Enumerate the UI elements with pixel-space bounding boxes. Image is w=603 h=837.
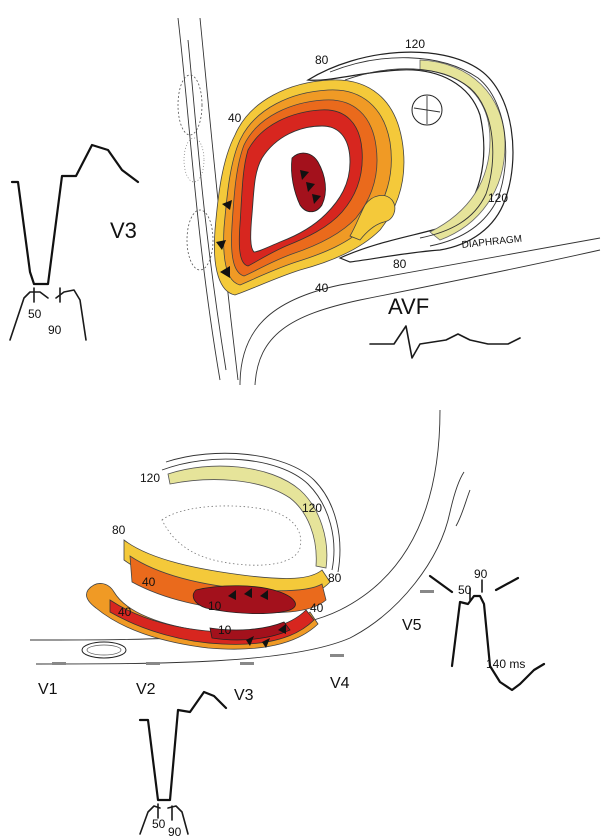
iso-label-80-top: 80 [315, 53, 329, 67]
lead-label-v3-bottom: V3 [234, 687, 254, 704]
lead-v5-trace: 50 90 140 ms [430, 567, 544, 690]
heart-short-axis [214, 52, 513, 295]
lead-label-v4: V4 [330, 675, 350, 692]
lead-v3-trace-bottom: 50 90 [140, 692, 226, 837]
v3-bottom-mark-50: 50 [152, 817, 166, 831]
v5-mark-90: 90 [474, 567, 488, 581]
iso-label-80-bottom: 80 [393, 257, 407, 271]
v5-mark-50: 50 [458, 583, 472, 597]
iso-label-10-upper: 10 [208, 599, 222, 613]
iso-label-40-mid: 40 [118, 605, 132, 619]
iso-label-80-right: 80 [328, 571, 342, 585]
iso-label-40-top: 40 [228, 111, 242, 125]
lead-avf-trace [370, 326, 520, 358]
iso-label-40-right: 40 [310, 601, 324, 615]
iso-label-10-lower: 10 [218, 623, 232, 637]
iso-label-120-right: 120 [488, 191, 508, 205]
lead-label-v2: V2 [136, 681, 156, 698]
iso-label-40-left: 40 [142, 575, 156, 589]
lead-label-v3-top: V3 [110, 218, 137, 243]
iso-label-40-bottom: 40 [315, 281, 329, 295]
iso-label-80-left: 80 [112, 523, 126, 537]
trace-mark-50-top: 50 [28, 307, 42, 321]
iso-label-120-top: 120 [405, 37, 425, 51]
heart-long-axis [86, 453, 339, 649]
iso-label-120-left: 120 [140, 471, 160, 485]
lead-label-v5: V5 [402, 617, 422, 634]
bottom-panel: 120 120 80 80 40 40 40 10 10 V1 V2 V3 V4… [30, 410, 544, 837]
v5-mark-140ms: 140 ms [486, 657, 525, 671]
lead-label-v1: V1 [38, 681, 58, 698]
top-panel: 40 80 120 120 80 40 DIAPHRAGM 50 90 V3 A… [10, 18, 600, 385]
trace-mark-90-top: 90 [48, 323, 62, 337]
iso-label-120-right: 120 [302, 501, 322, 515]
v3-bottom-mark-90: 90 [168, 825, 182, 837]
lead-label-avf: AVF [388, 294, 429, 319]
